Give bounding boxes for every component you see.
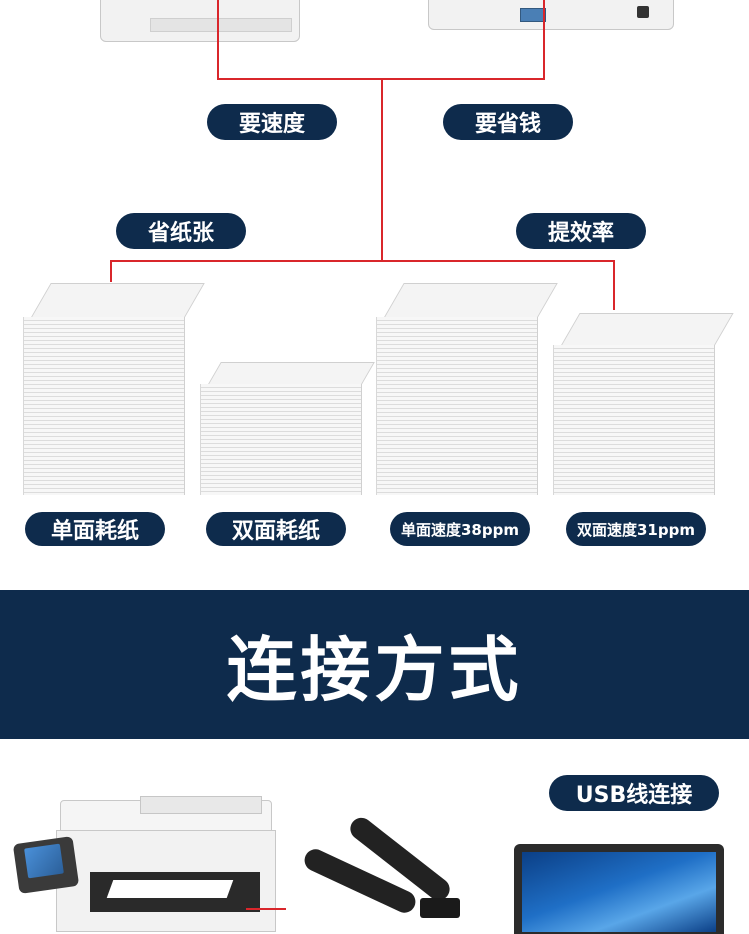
laptop-screen	[522, 852, 716, 932]
caption-single-side-speed: 单面速度38ppm	[390, 512, 530, 546]
caption-double-side-paper: 双面耗纸	[206, 512, 346, 546]
line-bottom-horizontal	[110, 260, 615, 262]
line-right-down	[543, 0, 545, 80]
line-printer-to-cable	[246, 908, 286, 910]
line-left-drop	[110, 260, 112, 282]
paper-stack-3	[376, 317, 538, 495]
label-save-paper: 省纸张	[116, 213, 246, 249]
printer-left-tray	[150, 18, 292, 32]
printer-right-port	[520, 8, 546, 22]
paper-stack-3-top	[383, 283, 558, 319]
caption-double-side-speed: 双面速度31ppm	[566, 512, 706, 546]
usb-plug-icon	[420, 898, 460, 918]
line-center-vertical	[381, 80, 383, 261]
section-band: 连接方式	[0, 590, 749, 739]
mfp-printer-output-paper	[106, 880, 234, 898]
label-efficiency: 提效率	[516, 213, 646, 249]
paper-stack-1	[23, 317, 185, 495]
section-title: 连接方式	[226, 629, 523, 711]
line-left-down	[217, 0, 219, 80]
printer-right-bottom	[428, 0, 674, 30]
label-speed: 要速度	[207, 104, 337, 140]
label-usb-connection: USB线连接	[549, 775, 719, 811]
mfp-touch-screen	[24, 843, 64, 879]
mfp-printer-adf	[140, 796, 262, 814]
printer-power-socket	[637, 6, 649, 18]
paper-stack-4	[553, 345, 715, 495]
caption-single-side-paper: 单面耗纸	[25, 512, 165, 546]
paper-stack-2	[200, 384, 362, 495]
paper-stack-4-top	[560, 313, 734, 347]
label-save-money: 要省钱	[443, 104, 573, 140]
line-top-horizontal	[217, 78, 545, 80]
line-right-drop	[613, 260, 615, 310]
paper-stack-2-top	[207, 362, 375, 386]
paper-stack-1-top	[30, 283, 205, 319]
